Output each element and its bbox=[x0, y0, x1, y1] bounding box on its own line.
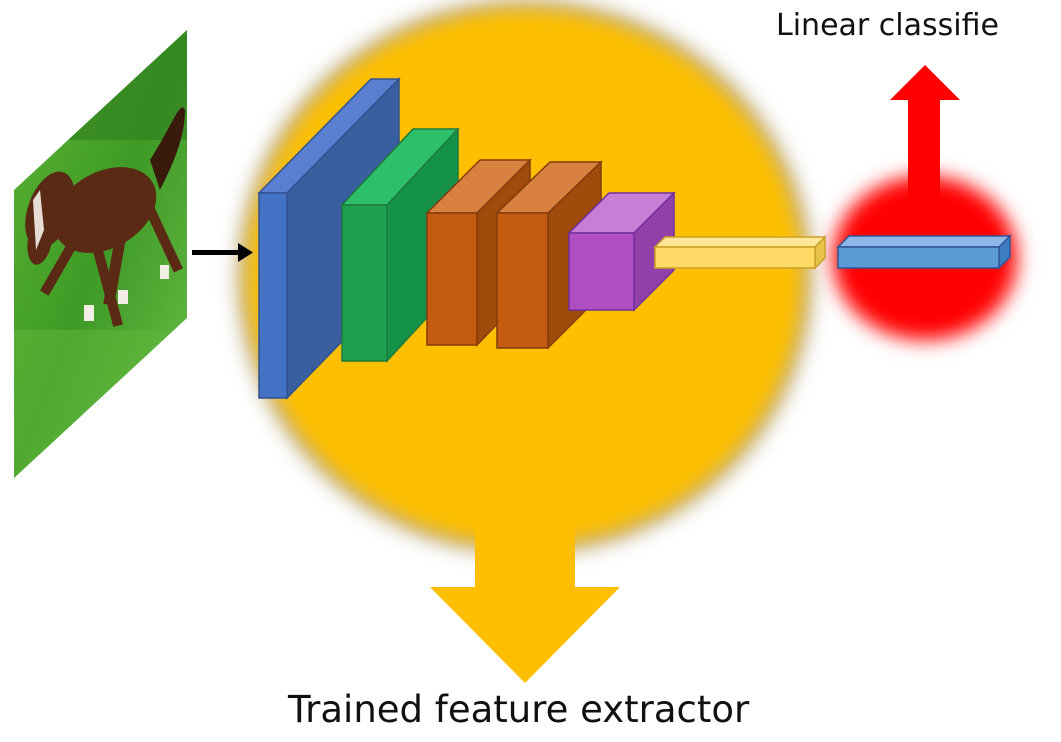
linear-classifier-label: Linear classifie bbox=[776, 8, 999, 43]
feature-vector bbox=[653, 235, 827, 270]
feature-extractor-label: Trained feature extractor bbox=[288, 688, 750, 731]
input-image bbox=[14, 30, 187, 478]
classifier-vector bbox=[836, 234, 1012, 270]
up-arrow-icon bbox=[890, 65, 960, 200]
down-arrow-icon bbox=[430, 520, 620, 683]
input-arrow-icon bbox=[192, 243, 253, 262]
conv-layer-5 bbox=[567, 191, 676, 312]
